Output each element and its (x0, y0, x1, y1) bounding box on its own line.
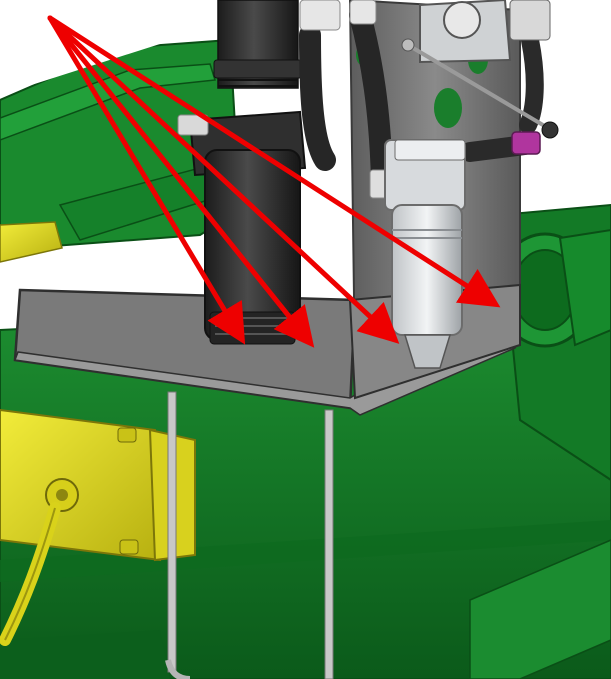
arrow-1 (47, 15, 246, 345)
black-hose-curve-left (299, 24, 336, 171)
green-lower-rib-2 (469, 539, 611, 679)
black-hose-right (519, 31, 544, 134)
white-fitting-side (177, 114, 209, 136)
separator-head-top (394, 139, 466, 161)
arrow-group (47, 15, 501, 348)
valve-fitting-right (509, 0, 551, 41)
vertical-rod-left (167, 391, 177, 673)
arrow-4 (47, 15, 501, 308)
yellow-fitting-center (56, 489, 68, 501)
valve-linkage-end (401, 38, 415, 52)
green-pipe-body (558, 228, 611, 347)
black-filter-base (209, 311, 296, 345)
valve-linkage-rod (406, 43, 550, 130)
arrow-2 (47, 15, 315, 348)
yellow-bracket-upper (0, 221, 63, 263)
black-hose-ring (213, 59, 303, 79)
separator-bowl-ring (392, 229, 462, 239)
black-hose-curve-center (349, 4, 393, 191)
separator-bowl (391, 204, 463, 336)
yellow-hose-shade (4, 507, 56, 641)
yellow-clamp-bolt-bottom (119, 539, 139, 555)
vertical-rod-right (324, 409, 334, 679)
green-lower-rib-1 (0, 520, 611, 582)
connector-ring (541, 121, 559, 139)
white-fitting-top-1 (299, 0, 341, 31)
white-fitting-top-2 (349, 0, 377, 25)
purple-connector (511, 131, 541, 155)
separator-drain (403, 334, 452, 369)
plate-hole-1 (434, 88, 462, 128)
arrow-3 (47, 15, 400, 344)
valve-knob (443, 1, 481, 39)
green-lower-rib-3 (0, 630, 170, 679)
black-hose-coupler-ridges (218, 79, 298, 87)
yellow-clamp-bolt-top (117, 427, 137, 443)
